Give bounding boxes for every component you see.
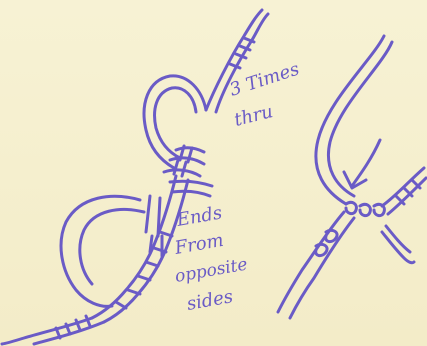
braid-ticks: [116, 232, 172, 308]
label-ends-line4: sides: [185, 286, 234, 315]
label-ends-line3: opposite: [173, 255, 249, 287]
label-ends-line2: From: [172, 230, 225, 259]
lower-rope-left: [278, 212, 344, 312]
tail-lower-right: [382, 232, 414, 263]
right-curved-rope: [316, 36, 384, 204]
label-thru: thru: [232, 101, 275, 131]
lower-rope-left-outline: [290, 218, 354, 318]
short-end-right: [170, 181, 212, 196]
lower-loop-inner: [80, 209, 144, 284]
tail-lower-right-outline: [386, 226, 410, 252]
knot-wraps: [346, 202, 384, 215]
